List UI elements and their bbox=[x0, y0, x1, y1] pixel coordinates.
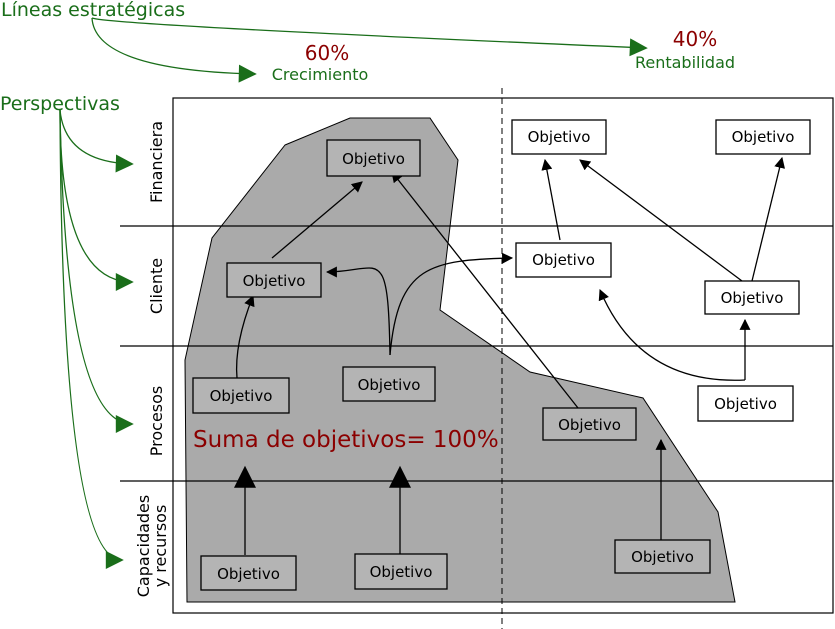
svg-text:Objetivo: Objetivo bbox=[532, 251, 595, 269]
arrow-to-cliente bbox=[59, 109, 134, 291]
perspective-label-financiera: Financiera bbox=[147, 121, 166, 203]
objective-box: Objetivo bbox=[704, 280, 800, 315]
objective-box: Objetivo bbox=[542, 407, 637, 441]
arrow-to-rentabilidad bbox=[91, 17, 648, 57]
green-arrows bbox=[59, 17, 648, 569]
profit-percent: 40% bbox=[673, 27, 717, 51]
perspective-label-recursos: y recursos bbox=[151, 505, 170, 588]
objective-box: Objetivo bbox=[342, 366, 436, 402]
arrow-to-procesos bbox=[59, 109, 134, 433]
objective-box: Objetivo bbox=[511, 119, 607, 155]
svg-text:Objetivo: Objetivo bbox=[358, 376, 421, 394]
objective-box: Objetivo bbox=[192, 377, 290, 414]
objective-box: Objetivo bbox=[614, 539, 711, 574]
objective-box: Objetivo bbox=[697, 385, 794, 422]
svg-text:Objetivo: Objetivo bbox=[243, 272, 306, 290]
svg-text:Objetivo: Objetivo bbox=[714, 395, 777, 413]
arrow-to-capacidades bbox=[59, 109, 124, 569]
objective-box: Objetivo bbox=[354, 553, 448, 590]
profit-label: Rentabilidad bbox=[635, 53, 735, 72]
objective-box: Objetivo bbox=[200, 555, 297, 591]
svg-text:Objetivo: Objetivo bbox=[370, 563, 433, 581]
objective-arrows bbox=[234, 156, 785, 555]
objective-box: Objetivo bbox=[226, 262, 322, 298]
svg-text:Objetivo: Objetivo bbox=[558, 416, 621, 434]
perspectives-frame bbox=[172, 97, 834, 614]
objective-box: Objetivo bbox=[715, 119, 811, 155]
svg-text:Objetivo: Objetivo bbox=[342, 150, 405, 168]
svg-text:Objetivo: Objetivo bbox=[721, 289, 784, 307]
objective-box: Objetivo bbox=[515, 242, 612, 278]
growth-region bbox=[184, 117, 736, 603]
growth-percent: 60% bbox=[305, 41, 349, 65]
svg-text:Objetivo: Objetivo bbox=[631, 548, 694, 566]
arrow-to-crecimiento bbox=[91, 17, 257, 83]
perspectives-label: Perspectivas bbox=[0, 93, 120, 115]
arrow-to-financiera bbox=[59, 109, 134, 173]
sum-of-objectives-label: Suma de objetivos= 100% bbox=[193, 427, 499, 453]
perspective-label-capacidades: Capacidades bbox=[134, 495, 153, 597]
growth-label: Crecimiento bbox=[272, 65, 369, 84]
strategic-lines-label: Líneas estratégicas bbox=[1, 0, 185, 21]
perspective-label-procesos: Procesos bbox=[147, 386, 166, 456]
svg-text:Objetivo: Objetivo bbox=[528, 128, 591, 146]
svg-text:Objetivo: Objetivo bbox=[217, 565, 280, 583]
objective-box: Objetivo bbox=[326, 139, 421, 177]
svg-text:Objetivo: Objetivo bbox=[210, 387, 273, 405]
svg-text:Objetivo: Objetivo bbox=[732, 128, 795, 146]
perspective-label-cliente: Cliente bbox=[147, 258, 166, 314]
